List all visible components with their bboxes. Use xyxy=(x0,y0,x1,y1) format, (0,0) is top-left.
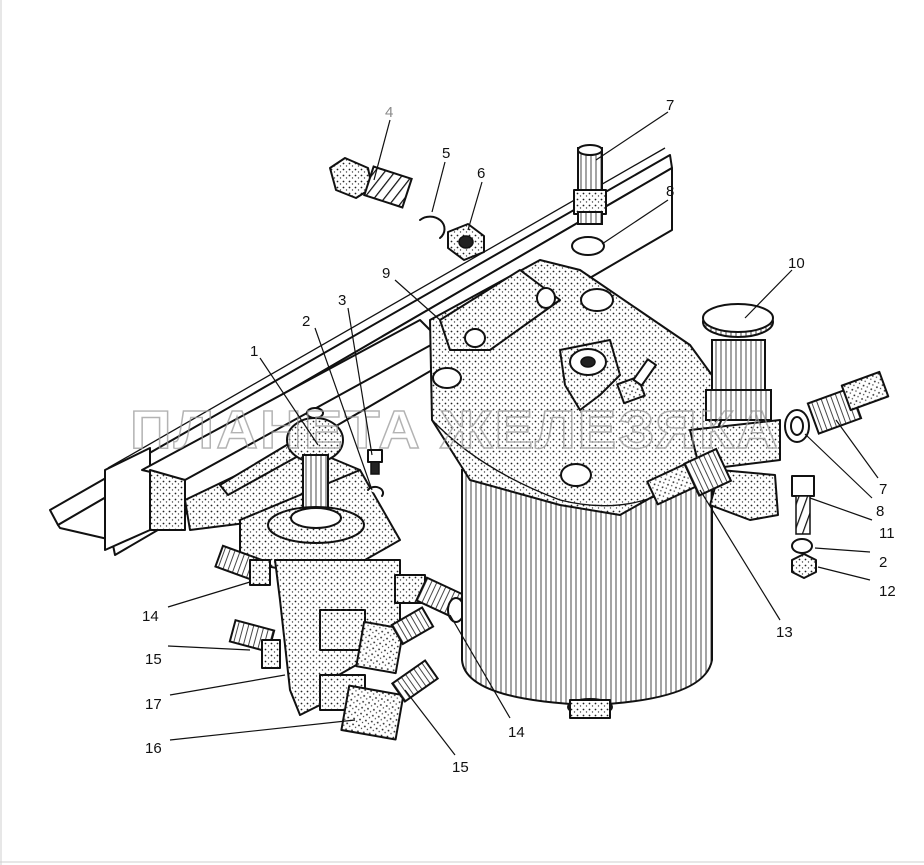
callout-11: 11 xyxy=(879,525,895,542)
banjo-fitting-right xyxy=(784,370,890,443)
callout-8-right: 8 xyxy=(876,503,884,520)
callout-14-bottom: 14 xyxy=(508,724,525,741)
lock-washer-2-right xyxy=(791,538,813,554)
pump-banjo-lower xyxy=(319,659,440,741)
callout-labels: 1 2 3 4 5 6 7 8 9 10 7 8 11 2 12 13 14 1… xyxy=(142,97,896,776)
bolt-11 xyxy=(791,475,815,535)
banjo-bolt-7-top xyxy=(573,144,607,225)
callout-16: 16 xyxy=(145,740,162,757)
watermark-text: ПЛАНЕТА ЖЕЛЕЗЯКА xyxy=(130,400,780,460)
bolt-4 xyxy=(329,157,413,209)
fuel-filter xyxy=(429,259,731,719)
leader-10 xyxy=(744,269,793,319)
callout-12: 12 xyxy=(879,583,896,600)
leader-15a xyxy=(167,645,251,651)
nut-6 xyxy=(447,223,485,261)
leader-16 xyxy=(169,719,356,741)
frame-rail xyxy=(49,147,673,556)
leader-14b xyxy=(449,614,511,719)
leader-4 xyxy=(373,119,391,181)
leader-12 xyxy=(817,566,871,581)
leader-6 xyxy=(467,181,483,231)
callout-15-left: 15 xyxy=(145,651,162,668)
leader-7b xyxy=(835,419,879,479)
washer-8-top xyxy=(571,236,605,256)
leader-13 xyxy=(699,489,781,621)
callout-2-right: 2 xyxy=(879,554,887,571)
leader-2b xyxy=(814,547,871,553)
hand-pump xyxy=(214,407,465,741)
leader-11 xyxy=(809,497,873,521)
callout-10: 10 xyxy=(788,255,805,272)
leader-17 xyxy=(169,674,286,696)
leader-2a xyxy=(314,327,373,491)
callout-17: 17 xyxy=(145,696,162,713)
leader-9 xyxy=(394,279,441,321)
leader-8a xyxy=(601,199,669,245)
fitting-13 xyxy=(646,447,733,506)
leader-3 xyxy=(347,307,373,456)
leader-14a xyxy=(167,581,251,608)
callout-15-bottom: 15 xyxy=(452,759,469,776)
pump-fitting-left xyxy=(228,618,281,669)
pump-fitting-front xyxy=(319,606,435,675)
callout-8-top: 8 xyxy=(666,183,674,200)
callout-4: 4 xyxy=(385,104,393,121)
callout-7-right: 7 xyxy=(879,481,887,498)
leader-1 xyxy=(259,357,319,446)
callout-14-left: 14 xyxy=(142,608,159,625)
pump-fitting-right xyxy=(394,574,465,623)
lock-washer-5 xyxy=(419,215,446,239)
bleed-screw xyxy=(616,358,657,405)
screw-3 xyxy=(367,449,383,475)
callout-5: 5 xyxy=(442,145,450,162)
callout-6: 6 xyxy=(477,165,485,182)
callout-9: 9 xyxy=(382,265,390,282)
callout-13: 13 xyxy=(776,624,793,641)
leader-8b xyxy=(804,433,873,499)
leader-7a xyxy=(595,111,669,161)
pump-fitting-upper-left xyxy=(214,544,271,586)
leader-5 xyxy=(431,161,446,213)
callout-7-top: 7 xyxy=(666,97,674,114)
leader-lines xyxy=(167,111,879,756)
leader-15b xyxy=(404,689,456,756)
callout-3: 3 xyxy=(338,292,346,309)
callout-2-left: 2 xyxy=(302,313,310,330)
nut-12 xyxy=(791,553,817,579)
callout-1: 1 xyxy=(250,343,258,360)
